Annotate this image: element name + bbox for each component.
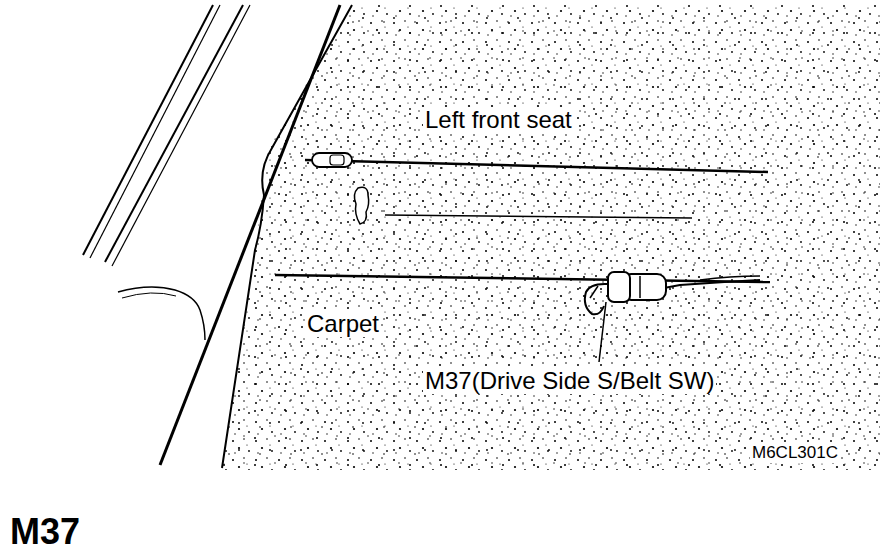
connector-wire [590, 286, 598, 298]
seat-rail-line [385, 215, 692, 218]
seat-rail-cap [312, 153, 352, 167]
figure-code: M6CL301C [750, 444, 840, 463]
seat-edge-line [305, 160, 768, 172]
sill-trim-line [222, 5, 352, 468]
seat-bolt [354, 187, 368, 224]
part-label: Carpet [305, 311, 381, 337]
door-edge-line [112, 5, 250, 266]
figure-title: M37 [8, 512, 82, 552]
connector-body [608, 272, 630, 302]
carpet-edge-line [275, 275, 770, 282]
leader-line [599, 302, 606, 362]
sill-contour [122, 293, 176, 298]
carpet-stipple [222, 5, 880, 470]
harness-wire [664, 280, 760, 288]
door-edge-line [105, 5, 243, 262]
part-label: Left front seat [423, 107, 574, 133]
carpet-stipple [222, 5, 880, 470]
connector-label: M37(Drive Side S/Belt SW) [423, 368, 716, 394]
seat-rail-cap [330, 155, 344, 165]
door-edge-line [90, 5, 220, 258]
door-edge-line [83, 5, 213, 255]
connector-detail [639, 276, 641, 298]
harness-wire [700, 276, 760, 280]
sill-contour [118, 287, 205, 340]
